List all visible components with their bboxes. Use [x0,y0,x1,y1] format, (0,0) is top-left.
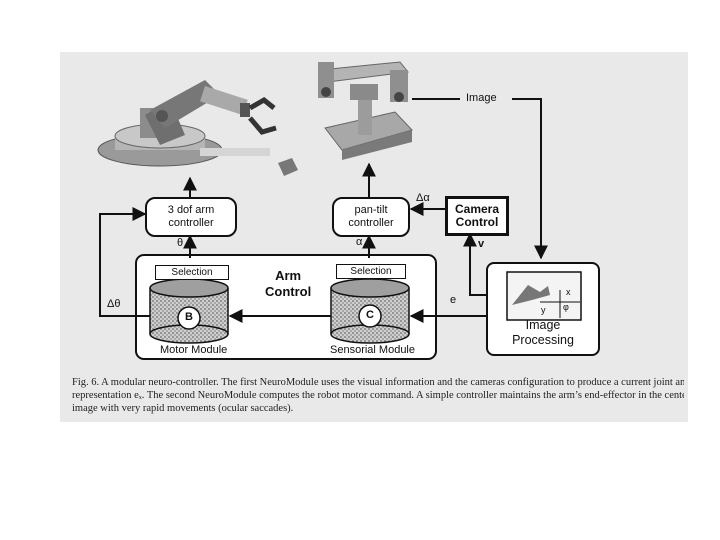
caption-line-2: representation eₓ. The second NeuroModul… [72,390,684,401]
pan-tilt-camera-illustration [318,61,413,160]
theta-label: θ [177,237,184,249]
module-c-label: C [366,309,374,321]
sensorial-module-label: Sensorial Module [330,344,415,356]
image-processing-line2: Processing [512,333,574,347]
robot-arm-illustration [97,80,298,176]
v-label: v [478,238,485,250]
pantilt-controller-line2: controller [348,217,394,229]
pantilt-controller-line1: pan-tilt [354,204,388,216]
caption-line-1: Fig. 6. A modular neuro-controller. The … [72,377,684,388]
selection-box-sensorial: Selection [336,264,406,279]
motor-module-label: Motor Module [160,344,228,356]
delta-alpha-label: Δα [416,192,430,204]
image-processing-line1: Image [525,318,561,332]
motor-module-cylinder [149,278,229,344]
camera-control-line1: Camera [454,202,500,216]
camera-control-line2: Control [455,215,499,229]
figure-caption: Fig. 6. A modular neuro-controller. The … [72,376,684,415]
arm-controller-line1: 3 dof arm [167,204,215,216]
alpha-label: α [356,236,363,248]
arm-control-title: Arm Control [265,268,311,300]
arm-control-title-line2: Control [265,284,312,299]
e-label: e [450,294,457,306]
sensorial-module-cylinder [330,278,410,344]
delta-theta-label: Δθ [107,298,121,310]
signal-arrows [99,98,548,323]
arm-control-title-line1: Arm [275,268,302,283]
module-b-label: B [185,311,193,323]
arm-controller-line2: controller [168,217,214,229]
inset-x-label: x [566,287,571,297]
inset-y-label: y [541,305,546,315]
image-label: Image [466,92,497,104]
selection-box-motor: Selection [155,265,229,280]
caption-line-3: image with very rapid movements (ocular … [72,403,294,414]
inset-phi-label: φ [563,302,569,312]
